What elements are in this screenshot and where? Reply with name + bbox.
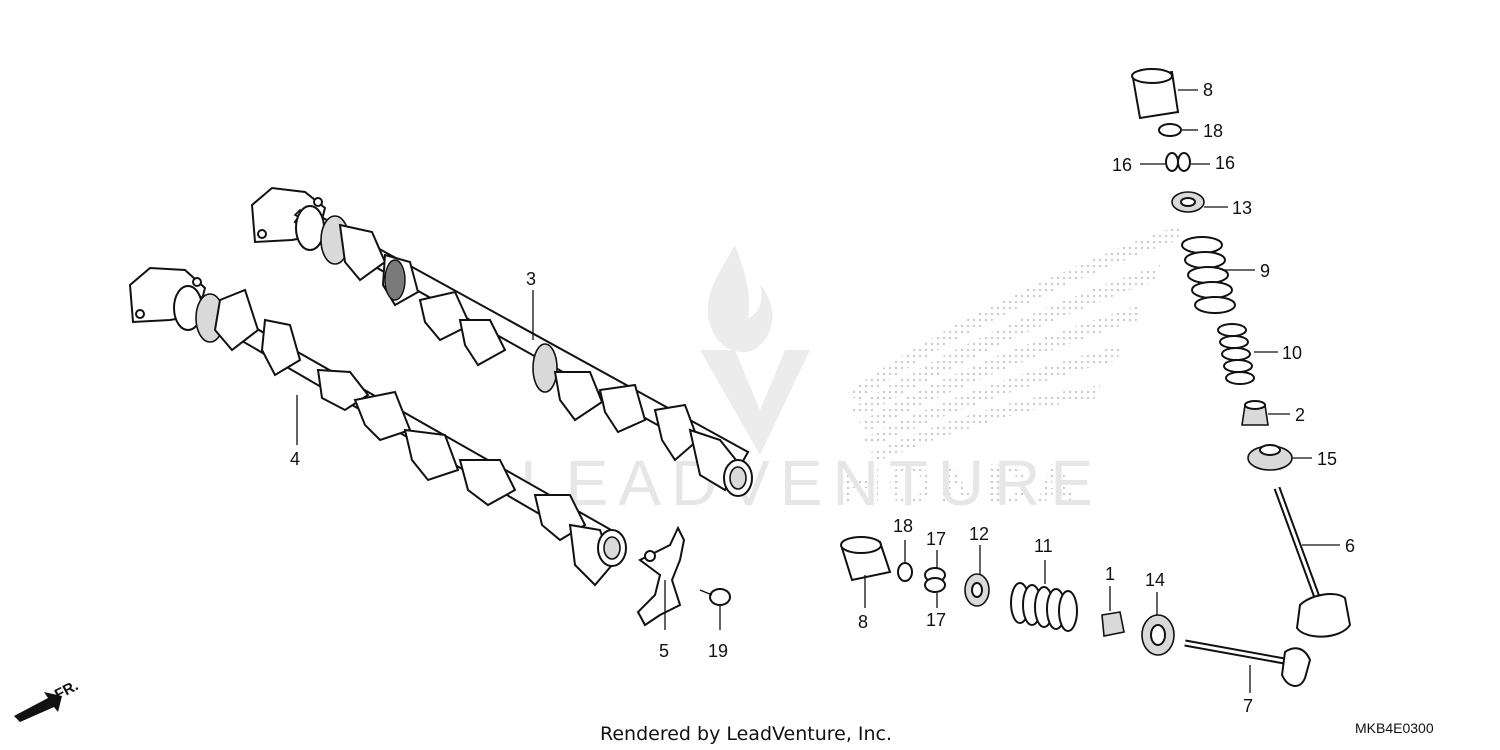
leadventure-watermark-text: LEADVENTURE: [520, 447, 1103, 519]
honda-wing-watermark: HONDA: [840, 225, 1180, 518]
callout-12: 12: [969, 524, 989, 544]
shim-18-bottom: [897, 562, 913, 582]
valve-lifter-8-top: [1131, 68, 1180, 120]
callout-18-top: 18: [1203, 121, 1223, 141]
callout-8-top: 8: [1203, 80, 1213, 100]
callout-6: 6: [1345, 536, 1355, 556]
callout-15: 15: [1317, 449, 1337, 469]
spring-retainer-13: [1171, 191, 1205, 213]
honda-watermark-text: HONDA: [840, 453, 1083, 518]
shim-18-top: [1158, 123, 1182, 137]
outer-spring-9: [1181, 236, 1236, 314]
spring-seat-15: [1247, 444, 1293, 471]
rendered-by-footer: Rendered by LeadVenture, Inc.: [600, 723, 892, 745]
valve-cotter-16-top: [1165, 152, 1191, 172]
callout-7: 7: [1243, 696, 1253, 716]
callout-11: 11: [1034, 536, 1053, 556]
stem-seal-2: [1241, 400, 1269, 426]
cam-plate-5: [636, 525, 686, 627]
valve-6: [1273, 486, 1352, 638]
callout-8-bottom: 8: [858, 612, 868, 632]
callout-2: 2: [1295, 405, 1305, 425]
valve-7: [1184, 639, 1312, 687]
valve-spring-11: [1010, 582, 1078, 632]
callout-10: 10: [1282, 343, 1302, 363]
bolt-19: [699, 588, 731, 606]
callout-1: 1: [1105, 564, 1115, 584]
diagram-code: MKB4E0300: [1355, 720, 1434, 736]
callout-16-right: 16: [1215, 153, 1235, 173]
callout-17-bottom: 17: [926, 610, 946, 630]
valve-lifter-8-bottom: [840, 536, 892, 582]
camshaft-3: [250, 186, 753, 497]
camshaft-4: [128, 266, 627, 587]
callout-18-bottom: 18: [893, 516, 913, 536]
leader-lines: [296, 89, 1340, 693]
callout-3: 3: [526, 269, 536, 289]
inner-spring-10: [1217, 323, 1255, 385]
spring-seat-14: [1141, 614, 1175, 656]
callout-9: 9: [1260, 261, 1270, 281]
callout-4: 4: [290, 449, 300, 469]
front-direction-arrow-icon: FR.: [14, 677, 81, 722]
leadventure-watermark: LEADVENTURE: [520, 245, 1103, 519]
callout-13: 13: [1232, 198, 1252, 218]
callout-14: 14: [1145, 570, 1165, 590]
callout-17-top: 17: [926, 529, 946, 549]
spring-retainer-12: [964, 573, 990, 607]
callout-16-left: 16: [1112, 155, 1132, 175]
callout-19: 19: [708, 641, 728, 661]
callout-labels: 3 4 5 19 8 18 16 16 13 9 10 2 15 6 8 18 …: [290, 80, 1355, 716]
valve-cotter-17: [924, 567, 946, 593]
callout-5: 5: [659, 641, 669, 661]
stem-seal-1: [1101, 611, 1125, 637]
